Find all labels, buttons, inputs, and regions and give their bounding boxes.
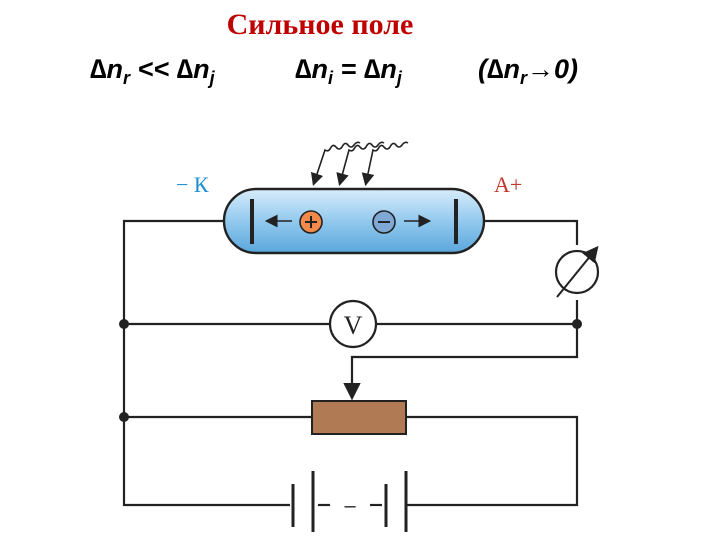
radiation-wave-1 — [310, 141, 361, 187]
wire-left-top — [122, 219, 290, 507]
formula-recombination-vs-ionization: ∆nr << ∆nj — [90, 54, 215, 88]
ammeter — [554, 245, 600, 298]
radiation-wave-2 — [336, 141, 385, 187]
formula-line: ∆nr << ∆nj ∆ni = ∆nj (∆nr→0) — [90, 54, 690, 100]
slide-title: Сильное поле — [226, 8, 414, 41]
wire-resistor-right — [406, 415, 579, 507]
tube-body — [222, 187, 486, 255]
circuit-wires — [122, 219, 579, 507]
battery-gap-label: – — [344, 495, 356, 517]
wire-right-mid — [350, 300, 579, 383]
cathode-label: − К — [176, 172, 209, 197]
junction-dot-left-upper — [119, 319, 129, 329]
battery — [291, 471, 408, 532]
rheostat-resistor — [311, 400, 407, 435]
junction-dot-left-lower — [119, 412, 129, 422]
ionizing-radiation-arrows — [310, 141, 409, 187]
junction-dot-right-upper — [572, 319, 582, 329]
discharge-tube — [222, 187, 486, 255]
formula-recombination-limit: (∆nr→0) — [478, 54, 579, 88]
voltmeter — [328, 299, 378, 349]
wire-right-top — [484, 219, 579, 245]
anode-label: А+ — [494, 172, 522, 197]
radiation-wave-3 — [361, 141, 409, 187]
formula-ionization-equals-current: ∆ni = ∆nj — [295, 54, 402, 88]
voltmeter-label: V — [344, 311, 363, 340]
